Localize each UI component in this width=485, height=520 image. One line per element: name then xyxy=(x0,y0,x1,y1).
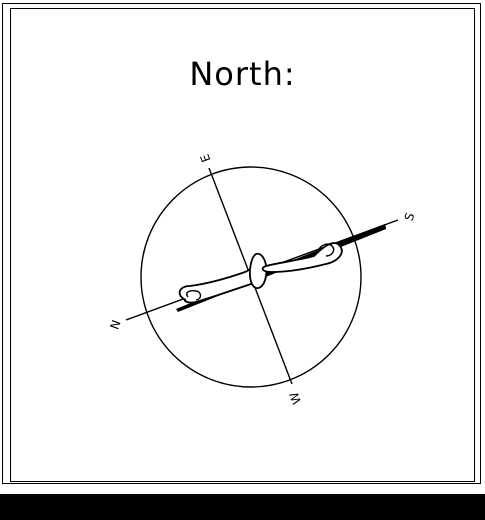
compass-label-west: W xyxy=(287,390,304,406)
coil-right xyxy=(261,242,343,273)
page-title: North: xyxy=(189,55,296,93)
coil-center xyxy=(249,252,268,290)
bottom-bar xyxy=(0,494,485,520)
compass-label-east: E xyxy=(198,152,214,164)
compass-label-north: N xyxy=(107,318,123,331)
coil-right-inner xyxy=(317,243,335,257)
compass-label-south: S xyxy=(402,211,418,223)
compass-ring xyxy=(140,166,362,388)
diagram-panel: North: xyxy=(10,8,475,482)
coil-left-inner xyxy=(186,290,202,301)
